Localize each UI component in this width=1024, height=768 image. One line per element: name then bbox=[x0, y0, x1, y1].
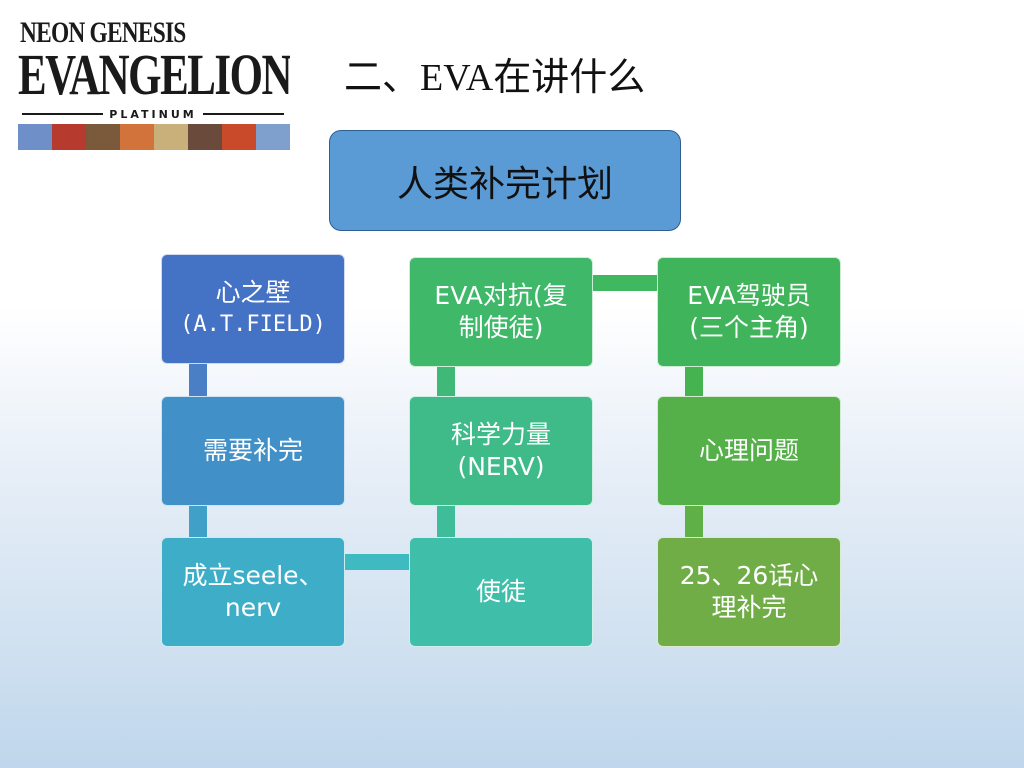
logo-line-1: NEON GENESIS bbox=[20, 16, 186, 49]
character-faces-strip bbox=[18, 124, 290, 150]
node-need-instrumentality: 需要补完 bbox=[161, 396, 345, 506]
face-segment bbox=[52, 124, 86, 150]
connector-horizontal-top bbox=[593, 275, 659, 291]
node-science-nerv: 科学力量 (NERV) bbox=[409, 396, 593, 506]
logo-line-2: EVANGELION bbox=[18, 42, 290, 107]
node-episode-25-26: 25、26话心 理补完 bbox=[657, 537, 841, 647]
node-eva-pilots: EVA驾驶员 (三个主角) bbox=[657, 257, 841, 367]
node-episode-25-26-line1: 25、26话心 bbox=[679, 561, 819, 590]
node-science-nerv-line1: 科学力量 bbox=[450, 420, 551, 449]
slide-title: 二、EVA在讲什么 bbox=[344, 57, 646, 99]
root-node-human-instrumentality: 人类补完计划 bbox=[329, 130, 681, 231]
connector-col3-b bbox=[685, 505, 703, 539]
node-seele-nerv-line1: 成立seele、 bbox=[182, 561, 324, 590]
node-eva-pilots-line2: (三个主角) bbox=[689, 313, 809, 342]
node-angels-line1: 使徒 bbox=[475, 577, 526, 606]
node-episode-25-26-line2: 理补完 bbox=[711, 593, 787, 622]
node-psychological-issues: 心理问题 bbox=[657, 396, 841, 506]
logo-platinum-text: PLATINUM bbox=[109, 107, 197, 121]
node-need-instrumentality-line1: 需要补完 bbox=[202, 436, 303, 465]
face-segment bbox=[154, 124, 188, 150]
node-angels: 使徒 bbox=[409, 537, 593, 647]
evangelion-logo: NEON GENESIS EVANGELION PLATINUM bbox=[18, 14, 290, 150]
node-eva-pilots-line1: EVA驾驶员 bbox=[687, 281, 811, 310]
face-segment bbox=[188, 124, 222, 150]
face-segment bbox=[18, 124, 52, 150]
node-eva-vs-angels: EVA对抗(复 制使徒) bbox=[409, 257, 593, 367]
connector-col1-a bbox=[189, 362, 207, 398]
connector-col1-b bbox=[189, 505, 207, 539]
logo-rule-left bbox=[22, 113, 104, 115]
node-seele-nerv: 成立seele、 nerv bbox=[161, 537, 345, 647]
connector-col2-a bbox=[437, 362, 455, 398]
node-seele-nerv-line2: nerv bbox=[224, 593, 282, 622]
face-segment bbox=[256, 124, 290, 150]
node-eva-vs-angels-line2: 制使徒) bbox=[458, 313, 544, 342]
node-heart-wall-line1: 心之壁 bbox=[215, 278, 291, 307]
face-segment bbox=[222, 124, 256, 150]
node-heart-wall-line2: (A.T.FIELD) bbox=[180, 312, 326, 337]
face-segment bbox=[120, 124, 154, 150]
logo-rule-right bbox=[202, 113, 285, 115]
node-psychological-issues-line1: 心理问题 bbox=[698, 436, 799, 465]
connector-horizontal-bottom bbox=[345, 554, 411, 570]
face-segment bbox=[86, 124, 120, 150]
connector-col2-b bbox=[437, 505, 455, 539]
node-heart-wall: 心之壁 (A.T.FIELD) bbox=[161, 254, 345, 364]
node-eva-vs-angels-line1: EVA对抗(复 bbox=[434, 281, 568, 310]
logo-line-3: PLATINUM bbox=[22, 106, 285, 122]
node-science-nerv-line2: (NERV) bbox=[457, 452, 545, 481]
connector-col3-a bbox=[685, 362, 703, 398]
